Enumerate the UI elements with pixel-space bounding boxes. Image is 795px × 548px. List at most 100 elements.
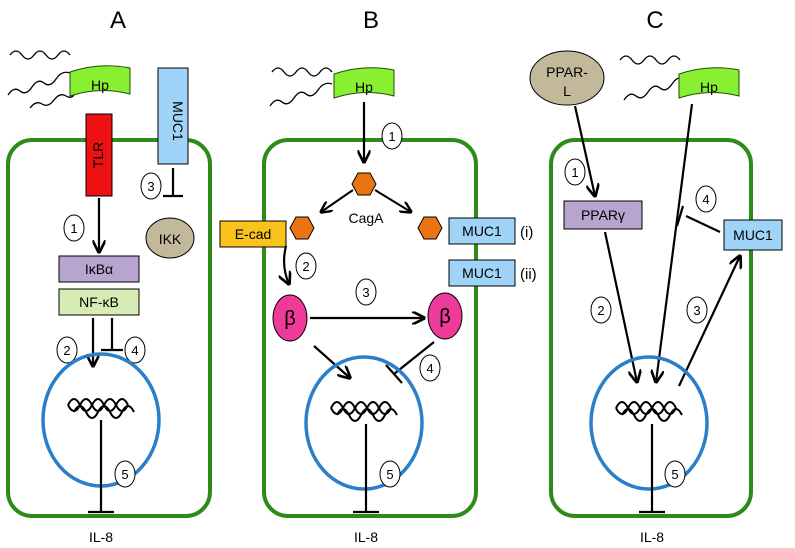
- hp-label: Hp: [355, 79, 373, 95]
- step-label: 3: [362, 285, 369, 300]
- step-badge-1: [63, 214, 85, 242]
- ecad-label: E-cad: [235, 226, 272, 242]
- step-badge-4: [695, 185, 717, 213]
- step-label: 2: [63, 343, 70, 358]
- panel-a: A Hp TLR MUC1 IKK 3 1 IκBα: [6, 7, 212, 545]
- hp-label: Hp: [91, 77, 109, 93]
- flagellum-icon: [269, 82, 333, 107]
- step-label: 3: [693, 303, 700, 318]
- pparg-label: PPARγ: [581, 207, 625, 223]
- flagellum-icon: [9, 50, 71, 60]
- flagellum-icon: [623, 76, 687, 101]
- ecad-box: [219, 220, 287, 248]
- dna-helix-icon: [67, 398, 135, 419]
- muc1-label: MUC1: [462, 223, 502, 239]
- step-label: 4: [131, 343, 138, 358]
- nfkb-label: NF-κB: [79, 294, 119, 310]
- pparg-box: [563, 200, 643, 230]
- ikba-box: [58, 255, 140, 283]
- muc1-label: MUC1: [170, 101, 186, 141]
- arrow-icon: [678, 256, 740, 387]
- inhibition-bar-icon: [685, 215, 721, 233]
- caga-hexagon: [417, 216, 443, 240]
- beta-catenin-right: [427, 292, 463, 340]
- panel-c: C Hp PPAR- L 1 PPARγ MUC1 4 2 3: [529, 7, 783, 545]
- inhibition-bar-icon: [385, 364, 403, 384]
- step-badge-4: [419, 354, 441, 382]
- flagellum-icon: [271, 67, 333, 77]
- step-badge-1: [564, 158, 586, 186]
- caga-hexagon: [289, 216, 315, 240]
- hp-bacterium: [678, 67, 740, 99]
- nfkb-box: [58, 288, 140, 316]
- muc1-receptor: [157, 67, 189, 165]
- step-label: 1: [70, 221, 77, 236]
- hp-label: Hp: [700, 79, 718, 95]
- arrow-icon: [656, 103, 694, 382]
- step-badge-3: [686, 296, 708, 324]
- muc1-label: MUC1: [733, 227, 773, 243]
- arrow-icon: [284, 245, 289, 284]
- step-label: 2: [597, 303, 604, 318]
- dna-helix-icon: [615, 401, 683, 422]
- step-badge-3: [355, 278, 377, 306]
- cell-membrane-b: [262, 138, 478, 518]
- panel-title-c: C: [646, 7, 663, 34]
- ppar-l-line1: PPAR-: [546, 64, 588, 80]
- step-badge-2: [295, 252, 317, 280]
- output-label: IL-8: [89, 529, 113, 545]
- step-label: 5: [386, 467, 393, 482]
- arrow-icon: [603, 231, 637, 382]
- step-badge-5: [664, 460, 686, 488]
- muc1-tag-ii: (ii): [520, 266, 537, 283]
- flagellum-icon: [29, 91, 77, 109]
- beta-catenin-left: [272, 294, 308, 342]
- arrow-icon: [374, 189, 411, 212]
- nucleus-b: [304, 355, 424, 491]
- output-label: IL-8: [640, 529, 664, 545]
- inhibition-bar-icon: [675, 205, 685, 227]
- output-label: IL-8: [354, 529, 378, 545]
- cell-membrane-c: [549, 138, 753, 518]
- dna-helix-icon: [330, 401, 398, 422]
- ppar-ligand: [529, 50, 605, 106]
- step-label: 4: [702, 192, 709, 207]
- step-badge-2: [590, 296, 612, 324]
- ikk-label: IKK: [159, 231, 182, 247]
- hp-bacterium: [333, 67, 395, 99]
- arrow-icon: [313, 345, 350, 378]
- panel-title-a: A: [110, 7, 126, 34]
- muc1-tag-i: (i): [520, 224, 533, 241]
- panel-title-b: B: [363, 7, 379, 34]
- beta-label: β: [439, 306, 451, 328]
- step-badge-1: [381, 122, 403, 150]
- step-label: 4: [426, 361, 433, 376]
- step-label: 5: [671, 467, 678, 482]
- step-badge-5: [379, 460, 401, 488]
- step-badge-2: [56, 336, 78, 364]
- caga-hexagon: [351, 172, 377, 196]
- muc1-box: [723, 219, 783, 251]
- flagellum-icon: [619, 55, 681, 65]
- step-badge-5: [114, 460, 136, 488]
- step-label: 1: [388, 129, 395, 144]
- step-badge-4: [124, 336, 146, 364]
- ppar-l-line2: L: [563, 83, 571, 99]
- step-label: 2: [302, 259, 309, 274]
- step-badge-3: [140, 172, 162, 200]
- muc1-box-i: [448, 217, 516, 245]
- nucleus-c: [589, 355, 709, 491]
- step-label: 1: [571, 165, 578, 180]
- flagellum-icon: [7, 71, 71, 96]
- step-label: 3: [147, 179, 154, 194]
- step-label: 5: [121, 467, 128, 482]
- arrow-icon: [573, 105, 595, 196]
- arrow-icon: [321, 189, 354, 212]
- beta-label: β: [284, 308, 296, 330]
- panel-b: B Hp 1 CagA E-cad MUC1 (i) MUC1 (ii) 2: [219, 7, 537, 545]
- caga-label: CagA: [348, 210, 384, 226]
- muc1-label: MUC1: [462, 265, 502, 281]
- hp-bacterium: [69, 65, 131, 97]
- inhibition-bar-icon: [393, 341, 435, 375]
